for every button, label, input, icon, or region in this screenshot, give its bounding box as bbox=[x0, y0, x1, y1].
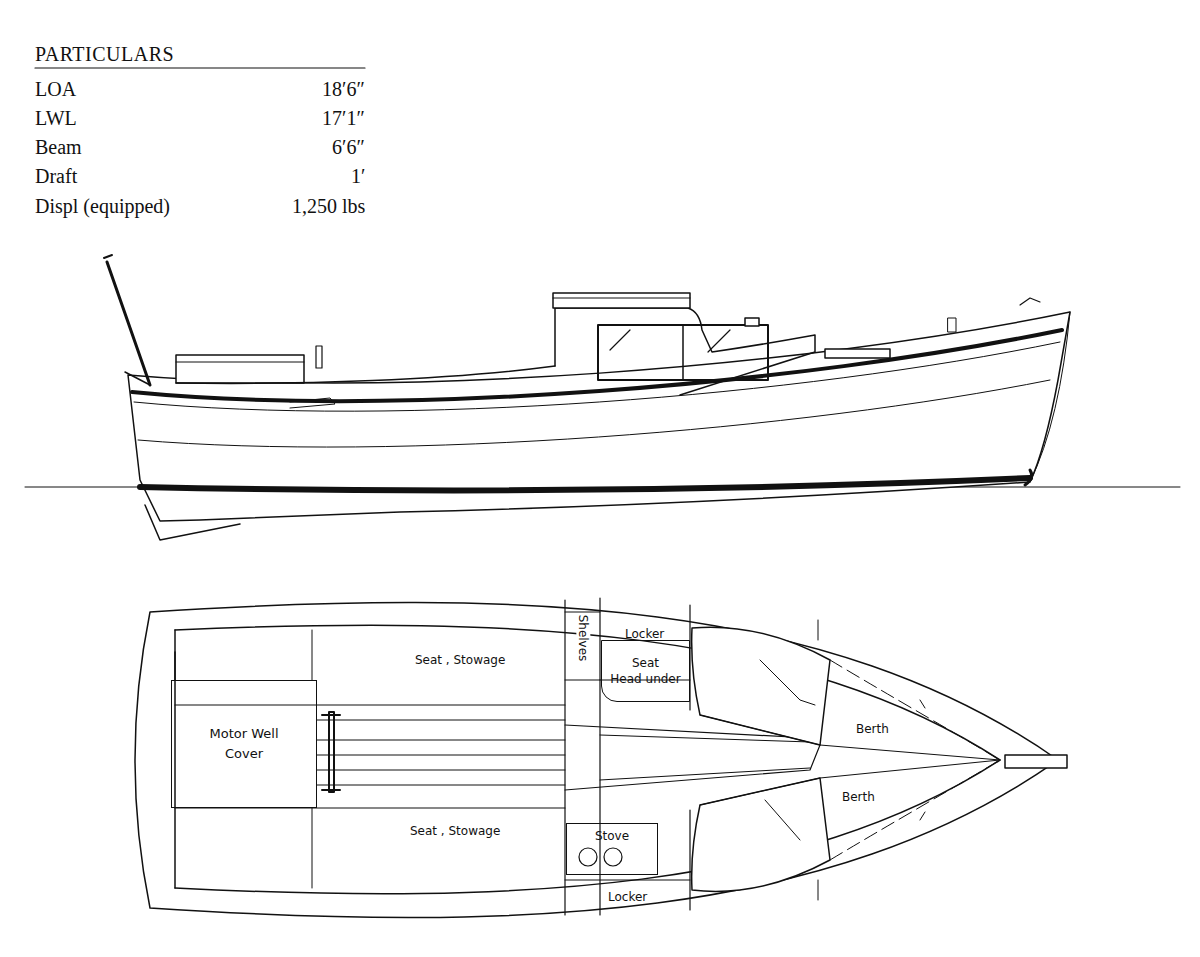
head-seat-box: SeatHead under bbox=[601, 640, 690, 702]
spec-name: LWL bbox=[35, 106, 77, 130]
spec-value: 1,250 lbs bbox=[292, 194, 365, 218]
compartment-label: Berth bbox=[842, 790, 875, 804]
compartment-label: Seat , Stowage bbox=[415, 653, 505, 667]
motor-well-cover: Motor Well Cover bbox=[171, 680, 317, 808]
table-heading: PARTICULARS bbox=[35, 42, 174, 66]
spec-name: LOA bbox=[35, 77, 76, 101]
spec-value: 1′ bbox=[351, 164, 365, 188]
stove-box: Stove bbox=[566, 823, 658, 875]
compartment-label: Locker bbox=[625, 627, 664, 641]
spec-value: 18′6″ bbox=[322, 77, 365, 101]
spec-name: Draft bbox=[35, 164, 77, 188]
box-text: Head under bbox=[610, 671, 680, 687]
box-text: Motor Well Cover bbox=[204, 724, 284, 764]
spec-value: 17′1″ bbox=[322, 106, 365, 130]
spec-name: Displ (equipped) bbox=[35, 194, 170, 218]
compartment-label: Seat , Stowage bbox=[410, 824, 500, 838]
compartment-label: Berth bbox=[856, 722, 889, 736]
box-text: Stove bbox=[595, 828, 629, 844]
spec-value: 6′6″ bbox=[332, 135, 365, 159]
compartment-label: Locker bbox=[608, 890, 647, 904]
box-text: Seat bbox=[632, 655, 659, 671]
spec-name: Beam bbox=[35, 135, 82, 159]
compartment-label: Shelves bbox=[576, 615, 590, 662]
